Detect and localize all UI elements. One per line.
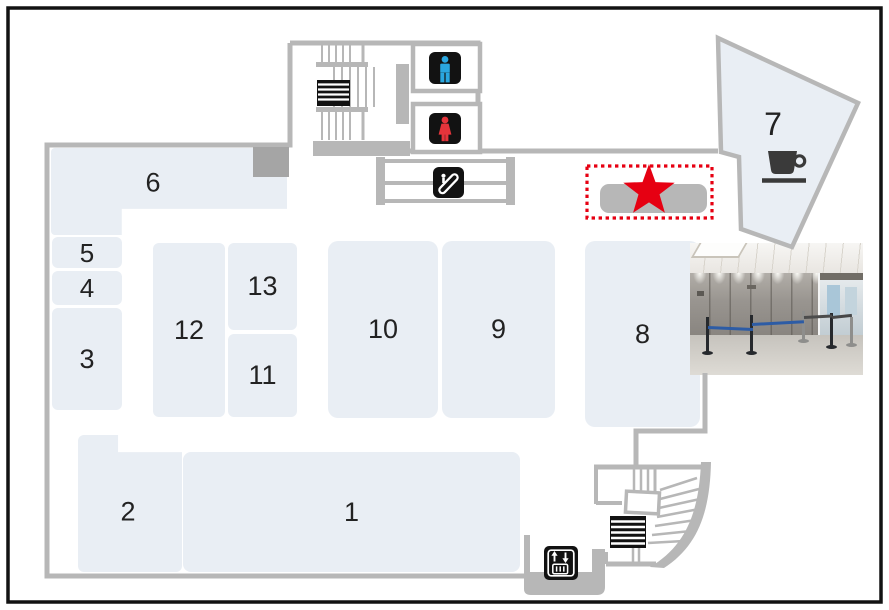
room-10: 10	[328, 241, 438, 418]
room-2: 2	[78, 435, 182, 572]
room-4: 4	[52, 271, 122, 305]
elevator-icon	[544, 546, 578, 580]
room-2-label: 2	[120, 496, 136, 527]
room-9-label: 9	[490, 314, 507, 344]
room-4-label: 4	[79, 273, 95, 303]
alcove-wall	[524, 535, 530, 573]
photo-inset	[690, 243, 863, 375]
coffee-cup-icon	[762, 151, 807, 183]
room-6-label: 6	[145, 167, 161, 198]
room-6: 6	[51, 148, 287, 235]
photo-doorway	[818, 273, 863, 335]
room-11-label: 11	[248, 360, 277, 390]
mens-restroom-icon	[410, 41, 483, 94]
room-11: 11	[228, 334, 297, 417]
room-5: 5	[52, 237, 122, 268]
room-8: 8	[585, 241, 700, 427]
room-5-label: 5	[79, 237, 95, 268]
corridor-outline-top	[290, 40, 481, 151]
room-9: 9	[442, 241, 555, 418]
room-1: 1	[183, 452, 520, 572]
room-1-label: 1	[343, 496, 360, 527]
room-12-label: 12	[173, 314, 205, 345]
corridor-floor-bar	[313, 141, 410, 156]
room-3-label: 3	[79, 343, 95, 374]
current-location-marker	[585, 164, 714, 220]
escalator-icon-group	[376, 157, 515, 205]
photo-floor	[690, 335, 863, 375]
room-8-label: 8	[634, 318, 651, 349]
room-3: 3	[52, 308, 122, 410]
wall-segment	[396, 64, 409, 124]
marker-counter-bar	[600, 184, 707, 213]
stanchion-post	[702, 317, 713, 355]
room-12: 12	[153, 243, 225, 417]
room-10-label: 10	[367, 314, 399, 344]
elevator-alcove	[524, 549, 605, 595]
stairs-icon	[610, 516, 646, 548]
star-icon	[623, 164, 675, 213]
stanchion-post	[846, 317, 857, 347]
stanchion-post	[746, 315, 757, 355]
male-figure	[440, 56, 450, 83]
room-13: 13	[228, 243, 297, 330]
marker-dashed-frame	[585, 164, 714, 220]
womens-restroom-icon	[410, 101, 483, 155]
stairs-lower	[594, 462, 711, 568]
female-figure	[438, 116, 452, 142]
stairs-upper	[316, 45, 375, 140]
room-7-label: 7	[764, 106, 782, 142]
stairs-icon	[317, 80, 350, 106]
escalator-icon	[433, 167, 464, 198]
room-13-label: 13	[247, 271, 278, 301]
